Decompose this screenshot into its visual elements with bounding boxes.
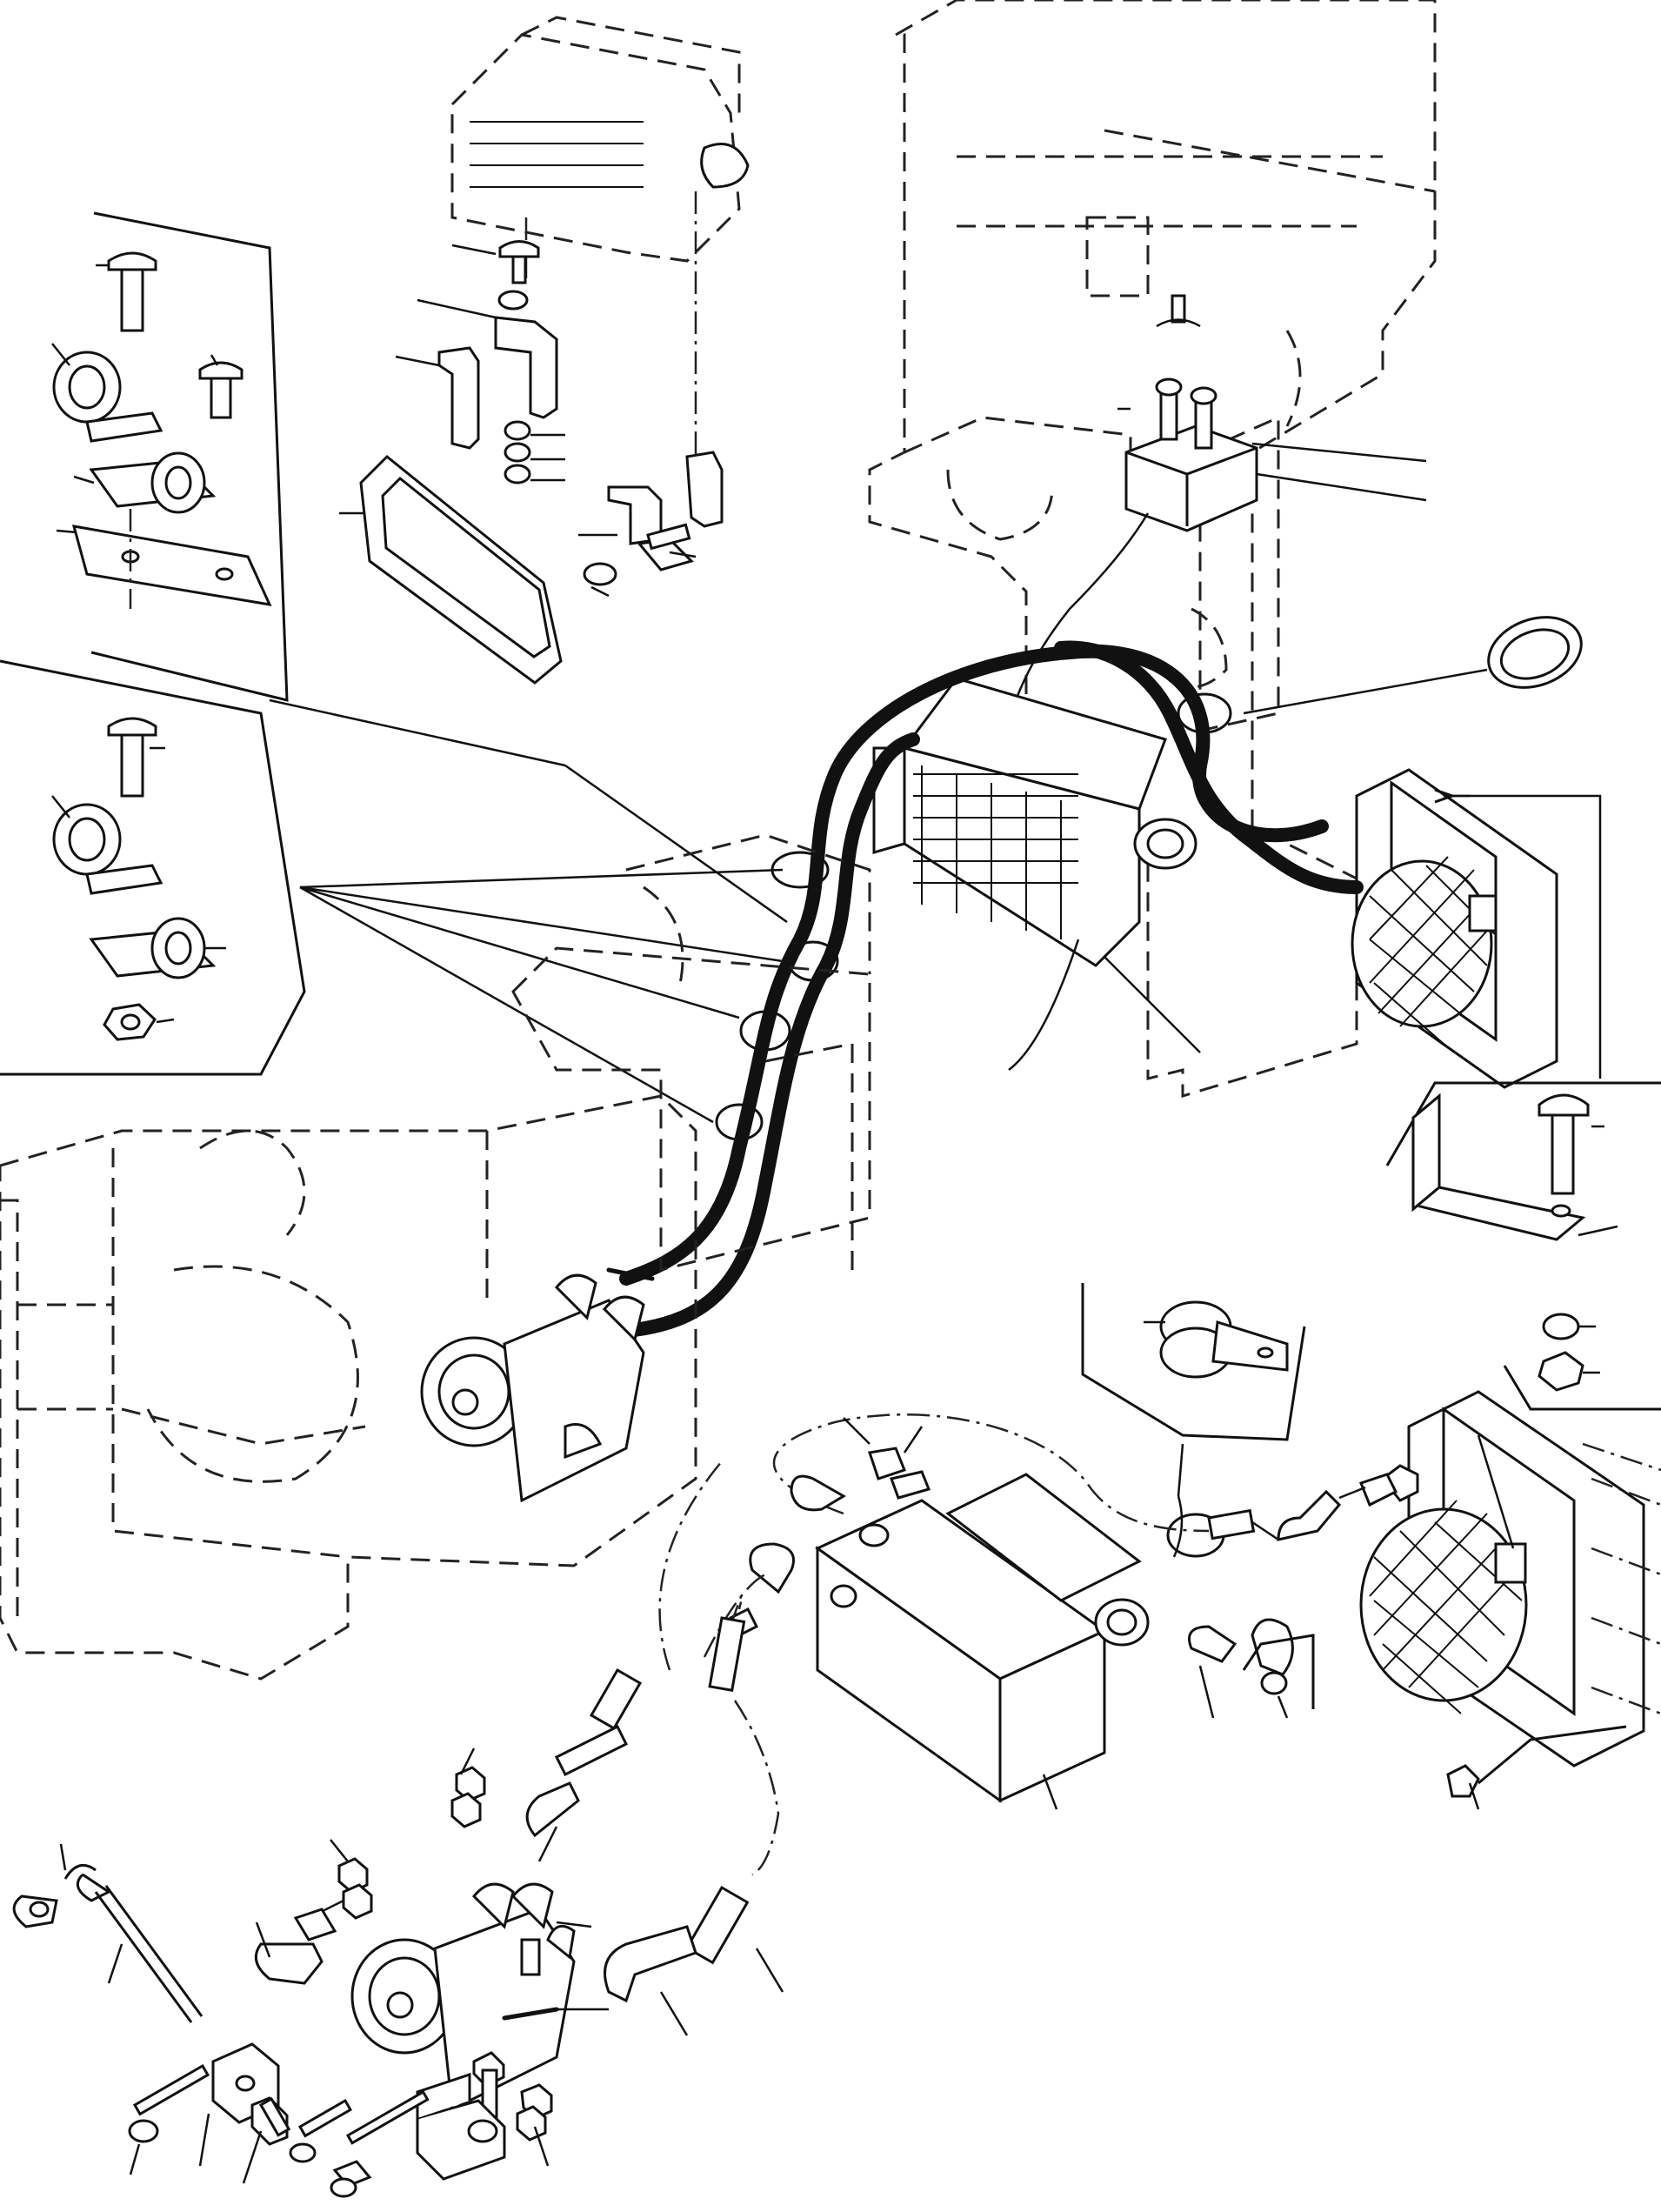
- bracket-assembly-top: [395, 240, 565, 485]
- compressor-exploded: [350, 1882, 609, 2112]
- hose-fittings-upper: [772, 1413, 1398, 1541]
- plate-part: [56, 525, 272, 606]
- nut-part: [103, 1003, 175, 1041]
- hose-clamp-markers: [715, 692, 1232, 1141]
- bolt-part: [96, 251, 157, 332]
- clamp-detail-small: [1081, 1283, 1306, 1558]
- bracket-assembly-small: [578, 451, 724, 598]
- compressor-installed: [420, 1273, 645, 1503]
- hose-segments-lower: [525, 1460, 784, 2036]
- clamp-pair-part: [73, 451, 217, 514]
- bolt-part-3: [107, 717, 165, 798]
- evaporator-top-view: [450, 16, 750, 487]
- engine-outline: [0, 1094, 697, 1681]
- receiver-drier-part: [815, 1473, 1150, 1810]
- chassis-outline: [511, 833, 871, 1272]
- condenser-lower: [1359, 1390, 1661, 1810]
- clamp-pair-part-2: [89, 917, 226, 979]
- switch-panel-part: [1016, 294, 1427, 697]
- condenser-upper: [1351, 768, 1602, 1089]
- condenser-bracket-detail: [1385, 1081, 1661, 1411]
- clamp-detail-panel-lower: [0, 659, 788, 1124]
- compressor-bracket-parts: [128, 2042, 506, 2184]
- evaporator-unit: [872, 677, 1201, 1053]
- hose-clamp-ring-part: [1243, 616, 1583, 715]
- compressor-mounting-hardware: [254, 1748, 553, 2167]
- pipe-clamp-part-2: [51, 795, 163, 895]
- frame-gasket-part: [339, 454, 563, 685]
- adjuster-rod-part: [12, 1843, 430, 2198]
- clamp-detail-panel-upper: [51, 211, 289, 702]
- cab-frame-outline: [868, 0, 1437, 1099]
- bolt-part-2: [198, 354, 243, 419]
- pipe-clamp-part: [51, 343, 163, 443]
